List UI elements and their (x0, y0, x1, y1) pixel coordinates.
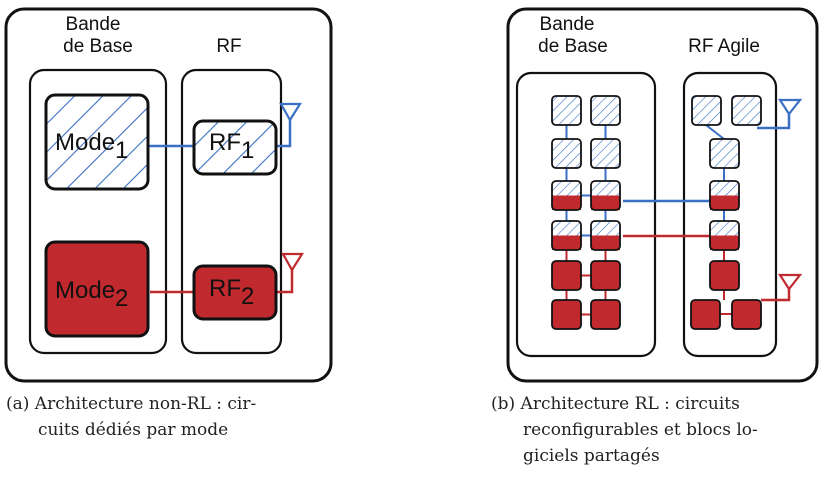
baseband-title-b: Bande (540, 14, 595, 35)
caption-a-line1: (a) Architecture non-RL : cir- (6, 394, 257, 414)
link-rf1-antenna (276, 115, 292, 148)
rf-agile-cell (709, 260, 740, 291)
baseband-cell (590, 95, 621, 126)
baseband-cell (551, 299, 582, 330)
mode1-label: Mode1 (55, 129, 128, 164)
baseband-box-b (515, 71, 657, 358)
mode2-block (44, 240, 150, 338)
caption-a-line2: cuits dédiés par mode (38, 420, 229, 440)
rf2-label: RF2 (209, 275, 254, 310)
reconfigurable-cells (551, 95, 762, 330)
rf-agile-box (682, 71, 778, 358)
outer-frame-b (506, 7, 819, 383)
rf-agile-cell (691, 95, 722, 126)
rf-agile-cell (731, 299, 762, 330)
rf-agile-cell (709, 180, 740, 211)
mode1-block (44, 93, 150, 191)
baseband-cell (590, 180, 621, 211)
baseband-cell (590, 299, 621, 330)
baseband-title-b-line2: de Base (538, 36, 608, 57)
rf-agile-cell (690, 299, 721, 330)
caption-b: (b) Architecture RL : circuits reconfigu… (491, 391, 821, 469)
baseband-title-a: Bande (66, 14, 121, 35)
rf-title-a: RF (216, 36, 241, 57)
baseband-box-a (28, 68, 168, 355)
link-rf2-antenna (276, 265, 294, 294)
diagram-a: Bande de Base RF Mode1 RF1 Mode2 RF2 (4, 7, 333, 383)
rf1-block (192, 119, 278, 176)
antenna-red-icon (777, 273, 803, 291)
rf-agile-title: RF Agile (688, 36, 760, 57)
baseband-title-a-line2: de Base (63, 36, 133, 57)
link-red-rf-antenna (761, 287, 791, 302)
rf-agile-cell (731, 95, 762, 126)
baseband-cell (551, 138, 582, 169)
baseband-cell (590, 138, 621, 169)
diagram-b: Bande de Base RF Agile (506, 7, 819, 383)
caption-b-line2: reconfigurables et blocs lo- (523, 420, 758, 440)
baseband-cell (551, 180, 582, 211)
rf-agile-cell (709, 138, 740, 169)
rf1-label: RF1 (209, 129, 254, 164)
baseband-cell (590, 260, 621, 291)
rf-agile-cell (709, 220, 740, 251)
outer-frame-a (4, 7, 333, 383)
antenna-1-icon (279, 102, 302, 123)
caption-b-line1: (b) Architecture RL : circuits (491, 394, 740, 414)
antenna-blue-icon (777, 98, 803, 116)
baseband-cell (551, 220, 582, 251)
antenna-2-icon (281, 252, 304, 273)
architecture-diagram: Bande de Base RF Mode1 RF1 Mode2 RF2 (4, 7, 819, 383)
baseband-cell (590, 220, 621, 251)
baseband-cell (551, 95, 582, 126)
baseband-cell (551, 260, 582, 291)
mode2-label: Mode2 (55, 277, 128, 312)
link-blue-rf-antenna (757, 114, 791, 130)
rf2-block (192, 264, 278, 321)
caption-b-line3: giciels partagés (523, 446, 660, 466)
rf-connector (705, 124, 725, 140)
caption-a: (a) Architecture non-RL : cir- cuits déd… (6, 391, 346, 443)
rf-box-a (180, 68, 283, 355)
